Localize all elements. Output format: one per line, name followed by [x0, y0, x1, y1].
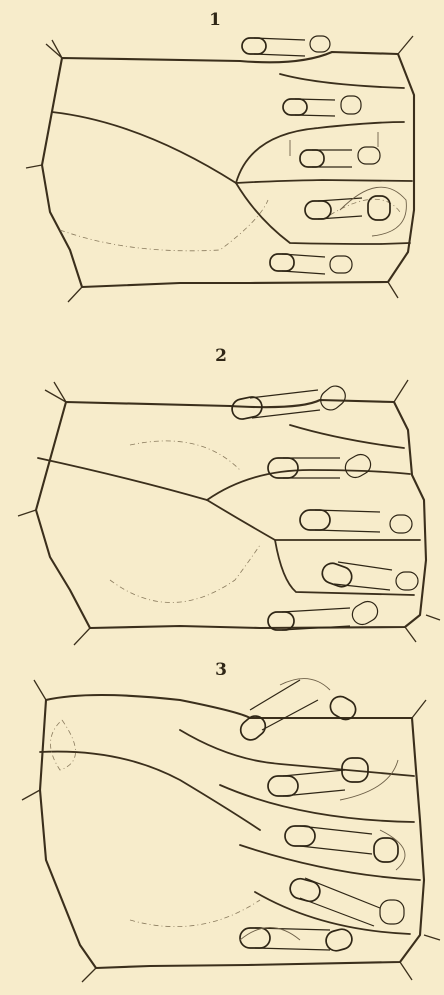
panel-2-seams	[38, 425, 420, 603]
panel-1-drawing	[26, 36, 414, 302]
panel-number-1: 1	[195, 10, 235, 30]
panel-1-zooids	[242, 36, 406, 274]
panel-3-seams	[40, 720, 420, 934]
panel-3-drawing	[22, 679, 440, 982]
panel-3-zooids	[237, 679, 405, 953]
panel-1-outline	[26, 36, 414, 302]
panel-3-outline	[22, 680, 440, 982]
panel-2-drawing	[18, 380, 440, 645]
panel-1-seams	[52, 74, 412, 251]
panel-number-3: 3	[201, 660, 241, 680]
panel-number-2: 2	[201, 346, 241, 366]
